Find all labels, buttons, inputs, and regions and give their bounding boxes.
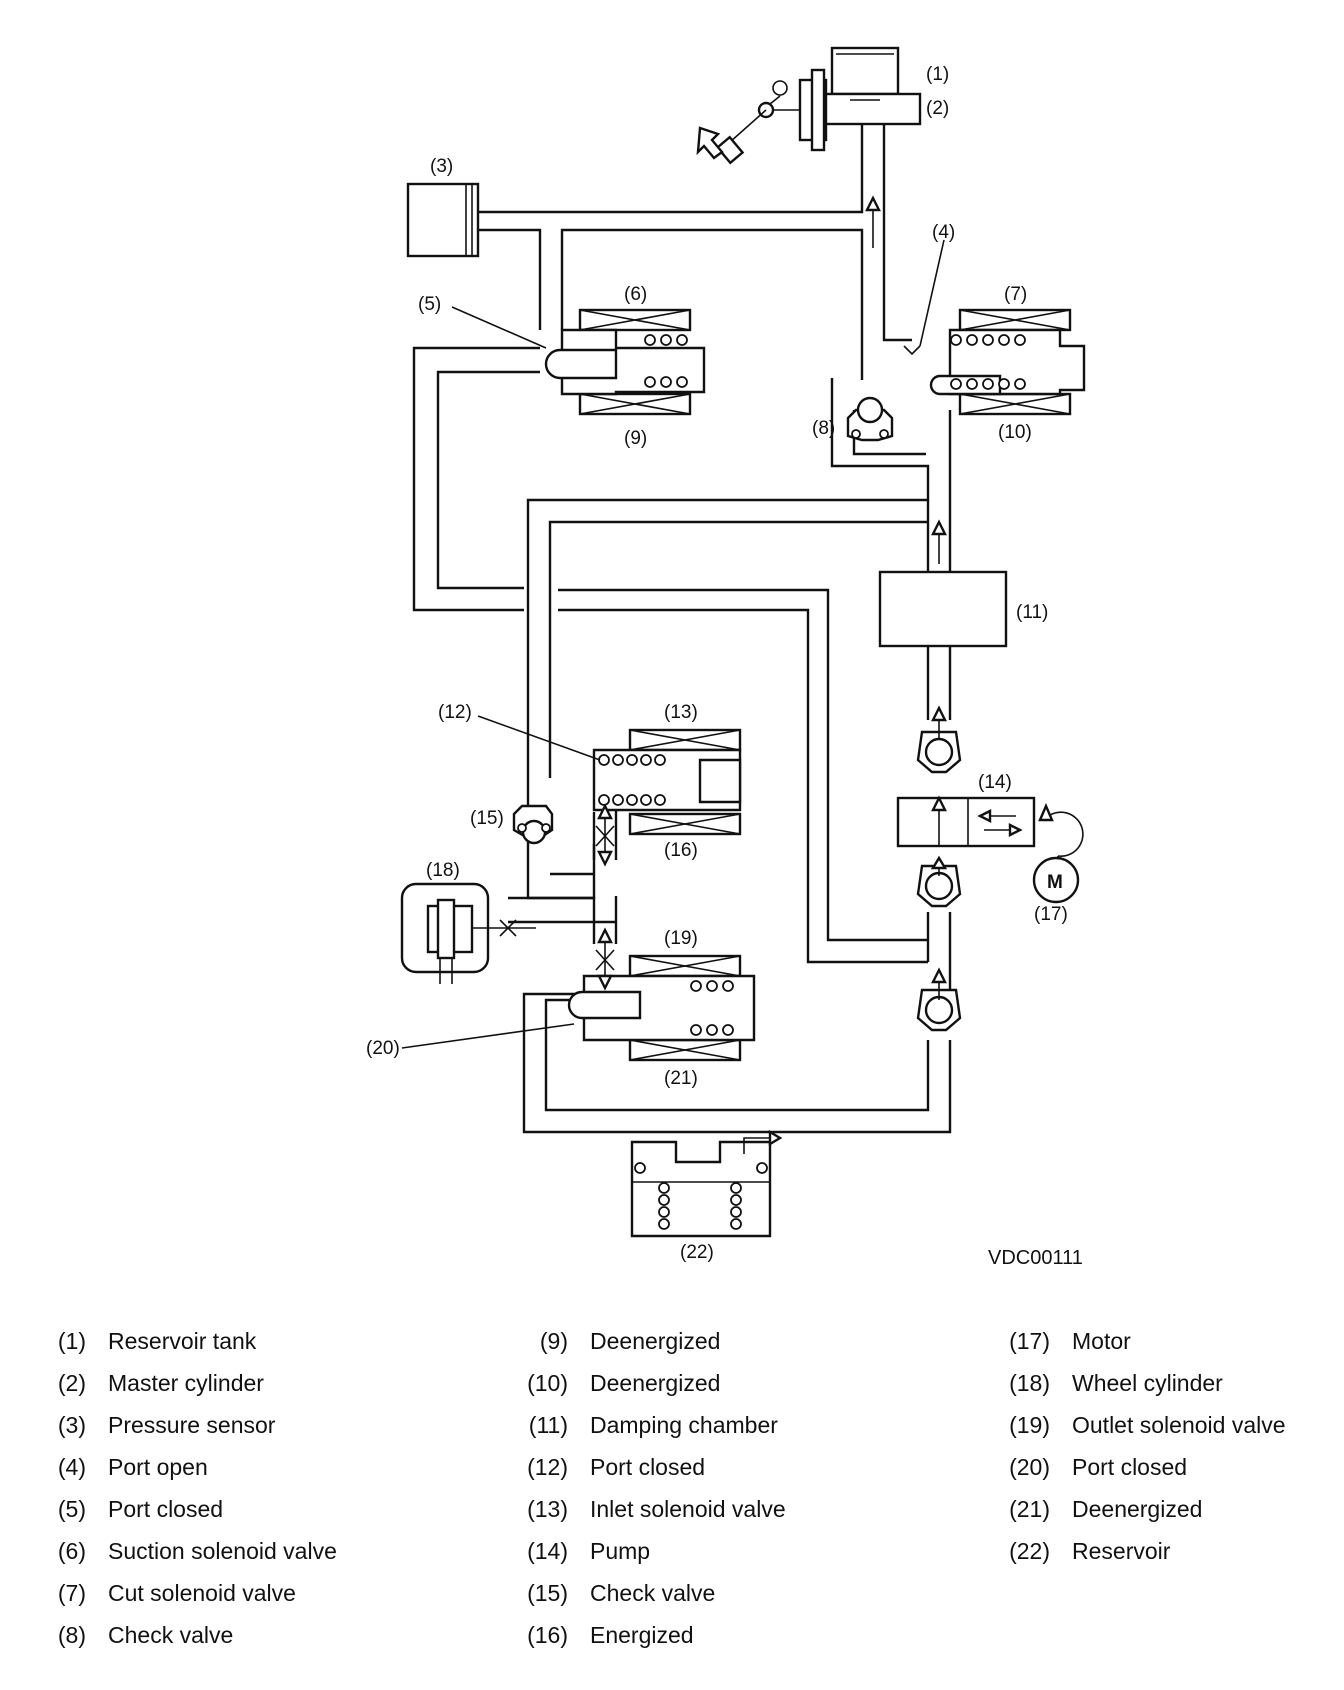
legend-number: (17) bbox=[1009, 1328, 1050, 1354]
hydraulic-circuit-diagram: M bbox=[366, 46, 1086, 1263]
legend-label: Cut solenoid valve bbox=[108, 1580, 296, 1606]
callout-14: (14) bbox=[978, 772, 1012, 793]
pump-check-valve-upper bbox=[916, 730, 962, 774]
pump-check-valve-lower bbox=[916, 864, 962, 908]
outlet-solenoid-valve bbox=[567, 954, 756, 1062]
legend-number: (5) bbox=[57, 1496, 86, 1522]
callout-21: (21) bbox=[664, 1068, 698, 1089]
legend-label: Reservoir tank bbox=[108, 1328, 257, 1354]
flow-arrows bbox=[595, 195, 948, 1000]
master-cylinder bbox=[814, 92, 922, 126]
legend-number: (9) bbox=[539, 1328, 568, 1354]
callout-19: (19) bbox=[664, 928, 698, 949]
pump-check-valve-bottom bbox=[916, 988, 962, 1032]
callout-5: (5) bbox=[418, 294, 441, 315]
legend-label: Reservoir bbox=[1072, 1538, 1171, 1564]
legend-label: Deenergized bbox=[590, 1328, 721, 1354]
legend-label: Master cylinder bbox=[108, 1370, 264, 1396]
check-valve-8 bbox=[846, 396, 894, 442]
legend-number: (8) bbox=[57, 1622, 86, 1648]
motor: M bbox=[1032, 856, 1080, 904]
callout-11: (11) bbox=[1016, 602, 1048, 623]
legend-number: (22) bbox=[1009, 1538, 1050, 1564]
suction-solenoid-valve bbox=[544, 308, 706, 416]
figure-code: VDC00111 bbox=[988, 1247, 1083, 1269]
callout-15: (15) bbox=[470, 808, 504, 829]
callout-17: (17) bbox=[1034, 904, 1068, 925]
check-valve-15 bbox=[512, 804, 554, 845]
legend-number: (7) bbox=[57, 1580, 86, 1606]
legend-label: Energized bbox=[590, 1622, 694, 1648]
legend-number: (4) bbox=[57, 1454, 86, 1480]
legend-label: Port open bbox=[108, 1454, 208, 1480]
legend-number: (10) bbox=[527, 1370, 568, 1396]
legend-number: (2) bbox=[57, 1370, 86, 1396]
brake-pedal bbox=[715, 135, 745, 165]
callout-2: (2) bbox=[926, 98, 949, 119]
legend-label: Pump bbox=[590, 1538, 651, 1564]
damping-chamber bbox=[878, 570, 1008, 648]
legend-label: Deenergized bbox=[590, 1370, 721, 1396]
reservoir bbox=[630, 1129, 783, 1238]
legend-label: Pressure sensor bbox=[108, 1412, 276, 1438]
hydraulic-lines bbox=[412, 124, 952, 1134]
legend-label: Port closed bbox=[1072, 1454, 1188, 1480]
callout-12: (12) bbox=[438, 702, 472, 723]
callout-13: (13) bbox=[664, 702, 698, 723]
callout-10: (10) bbox=[998, 422, 1032, 443]
legend-number: (6) bbox=[57, 1538, 86, 1564]
legend-number: (15) bbox=[527, 1580, 568, 1606]
reservoir-tank bbox=[830, 46, 900, 96]
callout-9: (9) bbox=[624, 428, 647, 449]
legend-label: Damping chamber bbox=[590, 1412, 778, 1438]
legend-number: (18) bbox=[1009, 1370, 1050, 1396]
inlet-solenoid-valve bbox=[592, 728, 742, 836]
legend-number: (11) bbox=[528, 1412, 568, 1438]
callout-16: (16) bbox=[664, 840, 698, 861]
wheel-cylinder bbox=[400, 882, 536, 984]
pressure-sensor bbox=[406, 182, 480, 258]
callout-6: (6) bbox=[624, 284, 647, 305]
legend-label: Port closed bbox=[108, 1496, 224, 1522]
legend: (1) Reservoir tank (2) Master cylinder (3)… bbox=[0, 1328, 1344, 1690]
legend-number: (19) bbox=[1009, 1412, 1050, 1438]
callout-8: (8) bbox=[812, 418, 835, 439]
leader-lines bbox=[401, 239, 945, 1049]
callout-1: (1) bbox=[926, 64, 949, 85]
legend-label: Suction solenoid valve bbox=[108, 1538, 337, 1564]
callout-18: (18) bbox=[426, 860, 460, 881]
legend-label: Motor bbox=[1072, 1328, 1131, 1354]
callout-labels: (1) (2) (3) (4) (5) (6) (7) (8) (9) (10)… bbox=[366, 64, 1068, 1263]
legend-label: Check valve bbox=[108, 1622, 234, 1648]
callout-4: (4) bbox=[932, 222, 955, 243]
cut-solenoid-valve bbox=[903, 308, 1086, 416]
motor-symbol: M bbox=[1047, 872, 1063, 893]
legend-label: Check valve bbox=[590, 1580, 716, 1606]
legend-number: (16) bbox=[527, 1622, 568, 1648]
pump bbox=[896, 730, 1084, 1032]
legend-number: (3) bbox=[57, 1412, 86, 1438]
legend-number: (21) bbox=[1009, 1496, 1050, 1522]
master-cylinder-assembly bbox=[696, 46, 922, 165]
legend-number: (14) bbox=[527, 1538, 568, 1564]
callout-22: (22) bbox=[680, 1242, 714, 1263]
pedal-force-arrow bbox=[696, 126, 724, 160]
legend-label: Outlet solenoid valve bbox=[1072, 1412, 1286, 1438]
callout-7: (7) bbox=[1004, 284, 1027, 305]
callout-20: (20) bbox=[366, 1038, 400, 1059]
legend-label: Inlet solenoid valve bbox=[590, 1496, 786, 1522]
legend-number: (20) bbox=[1009, 1454, 1050, 1480]
legend-label: Deenergized bbox=[1072, 1496, 1203, 1522]
legend-number: (12) bbox=[527, 1454, 568, 1480]
legend-label: Port closed bbox=[590, 1454, 706, 1480]
legend-number: (13) bbox=[527, 1496, 568, 1522]
legend-number: (1) bbox=[57, 1328, 86, 1354]
callout-3: (3) bbox=[430, 156, 453, 177]
legend-label: Wheel cylinder bbox=[1072, 1370, 1223, 1396]
